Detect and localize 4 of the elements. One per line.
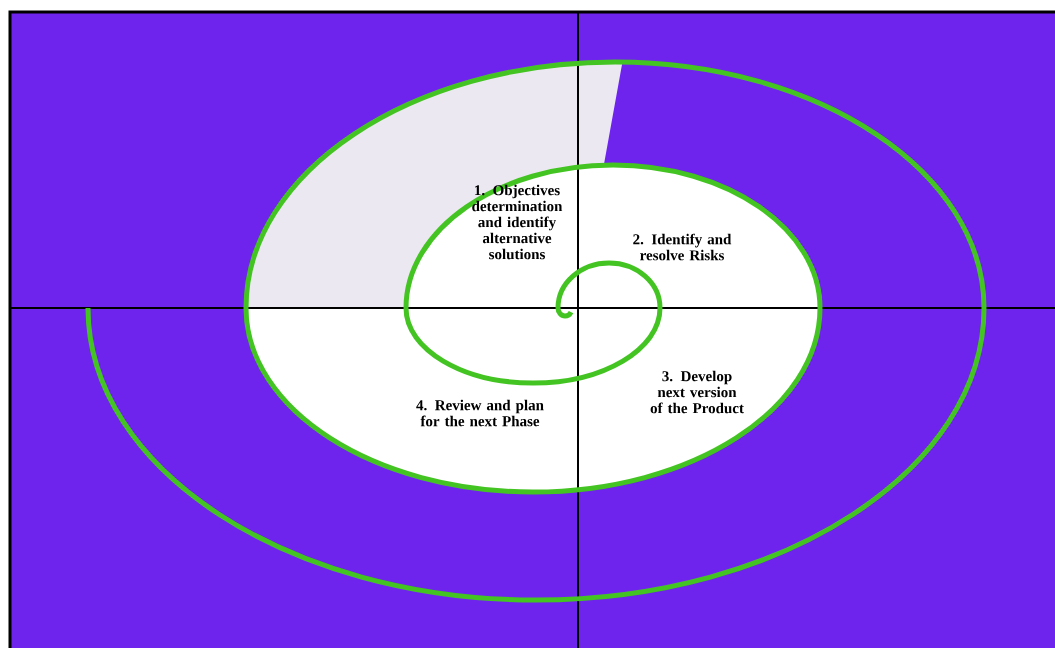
phase-label: 2. Identify and resolve Risks [633,233,732,261]
phase-label: 1. Objectives determination and identify alternative solutions [472,184,563,260]
phase-label: 4. Review and plan for the next Phase [416,399,544,427]
phase-label: 3. Develop next version of the Product [650,370,744,414]
